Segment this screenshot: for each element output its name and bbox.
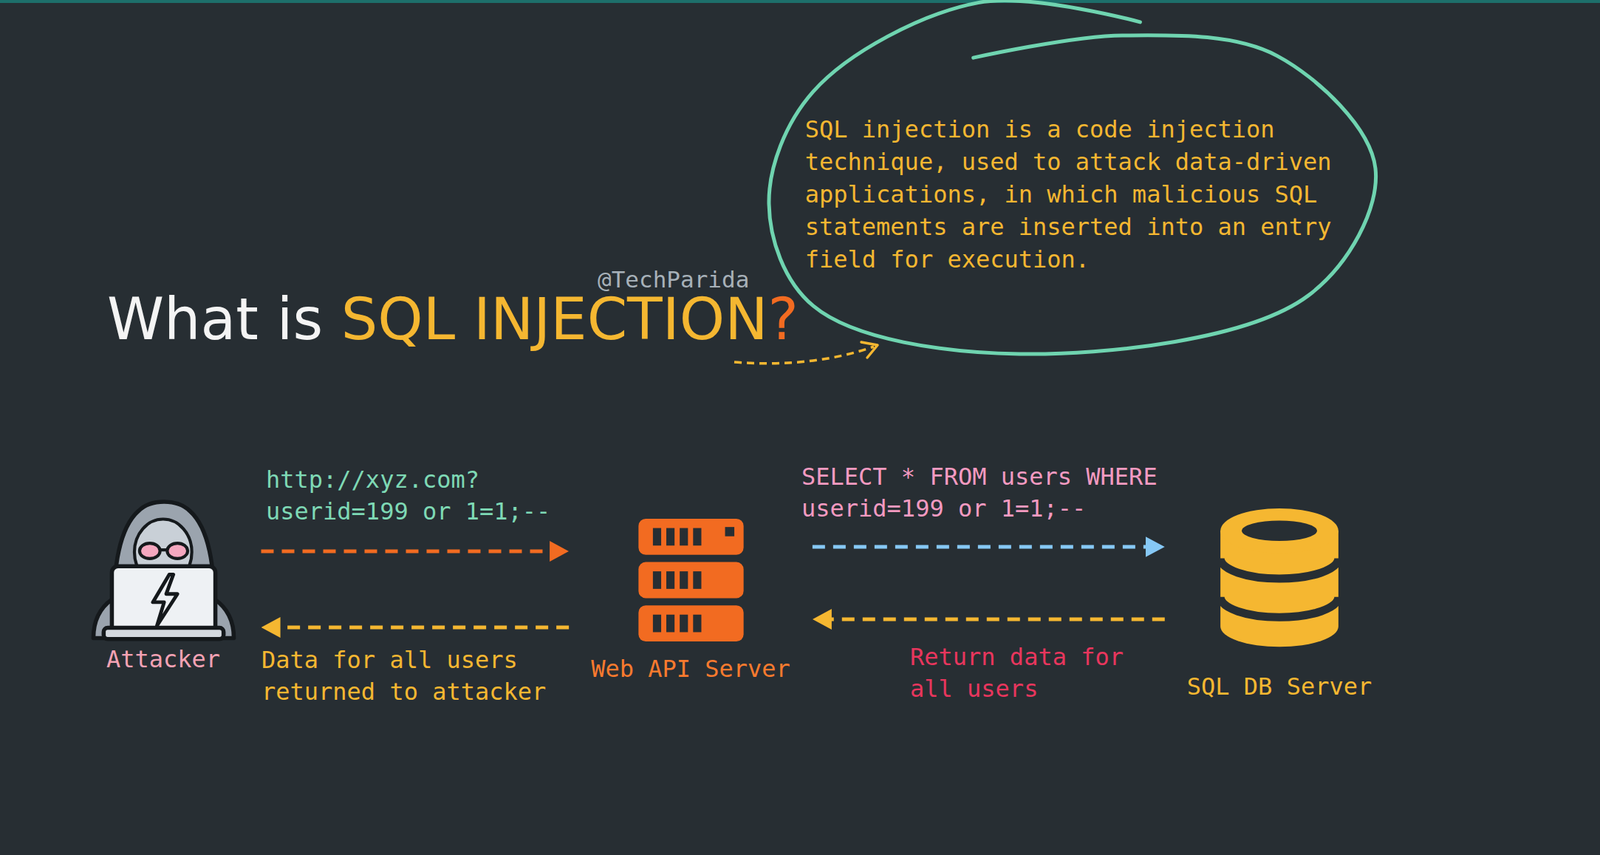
server-led bbox=[724, 526, 735, 537]
callout-stroke bbox=[768, 0, 1376, 354]
diagram-title: What is SQL INJECTION? bbox=[107, 288, 799, 352]
edge-label-holder: http://xyz.com? userid=199 or 1=1;-- bbox=[265, 463, 566, 528]
laptop-screen bbox=[111, 565, 215, 632]
title-mark: ? bbox=[768, 285, 799, 353]
title-holder: What is SQL INJECTION? bbox=[107, 288, 799, 352]
db-top bbox=[1220, 508, 1339, 554]
edge-label-holder: Return data for all users bbox=[910, 641, 1138, 705]
title-pointer-head bbox=[861, 342, 878, 358]
edge-label-holder: SELECT * FROM users WHERE userid=199 or … bbox=[801, 460, 1172, 525]
server-slot bbox=[666, 571, 675, 589]
server-slot bbox=[679, 528, 688, 546]
server-slot bbox=[679, 614, 688, 633]
server-slot bbox=[652, 614, 661, 633]
database-node: SQL DB Server bbox=[1187, 508, 1372, 701]
server-slot bbox=[679, 571, 688, 589]
flow-arrow bbox=[261, 549, 561, 554]
node-label: Attacker bbox=[106, 644, 221, 673]
db-ring bbox=[1220, 596, 1339, 618]
edge-label: Return data for all users bbox=[910, 641, 1138, 705]
server-unit bbox=[638, 604, 744, 642]
server-slot bbox=[652, 528, 661, 546]
flow-arrow bbox=[821, 617, 1165, 622]
db-top-hole bbox=[1241, 520, 1318, 542]
top-bar bbox=[0, 0, 1600, 3]
attacker-node: Attacker bbox=[87, 496, 240, 673]
attacker-icon bbox=[87, 496, 240, 642]
edge-label: SELECT * FROM users WHERE userid=199 or … bbox=[801, 460, 1172, 525]
node-label: Web API Server bbox=[590, 654, 791, 683]
title-lead: What is bbox=[107, 285, 342, 353]
laptop-bolt bbox=[152, 573, 177, 625]
edge-label-holder: Data for all users returned to attacker bbox=[261, 644, 561, 708]
callout-text: SQL injection is a code injection techni… bbox=[805, 113, 1339, 276]
watermark: @TechParida bbox=[597, 265, 750, 294]
server-unit bbox=[638, 518, 744, 555]
edge-label: Data for all users returned to attacker bbox=[261, 644, 561, 708]
server-slot bbox=[666, 614, 675, 633]
laptop-base bbox=[103, 627, 224, 639]
flow-arrow bbox=[270, 625, 570, 630]
server-icon bbox=[637, 518, 745, 642]
flow-arrow bbox=[812, 545, 1157, 549]
server-slot bbox=[666, 528, 675, 546]
db-icon bbox=[1219, 508, 1340, 649]
server-unit bbox=[638, 562, 744, 599]
server-slot bbox=[692, 614, 702, 633]
server-slot bbox=[692, 571, 702, 589]
label-holder: @TechParida bbox=[597, 265, 750, 294]
glasses-left bbox=[138, 542, 160, 559]
server-node: Web API Server bbox=[590, 518, 791, 683]
definition-callout: SQL injection is a code injection techni… bbox=[768, 35, 1376, 354]
node-label: SQL DB Server bbox=[1187, 672, 1372, 701]
db-ring bbox=[1220, 557, 1339, 579]
edge-label: http://xyz.com? userid=199 or 1=1;-- bbox=[265, 463, 566, 528]
glasses-right bbox=[166, 542, 188, 559]
title-keyword: SQL INJECTION bbox=[341, 285, 769, 353]
server-slot bbox=[652, 571, 661, 589]
server-slot bbox=[692, 528, 702, 546]
